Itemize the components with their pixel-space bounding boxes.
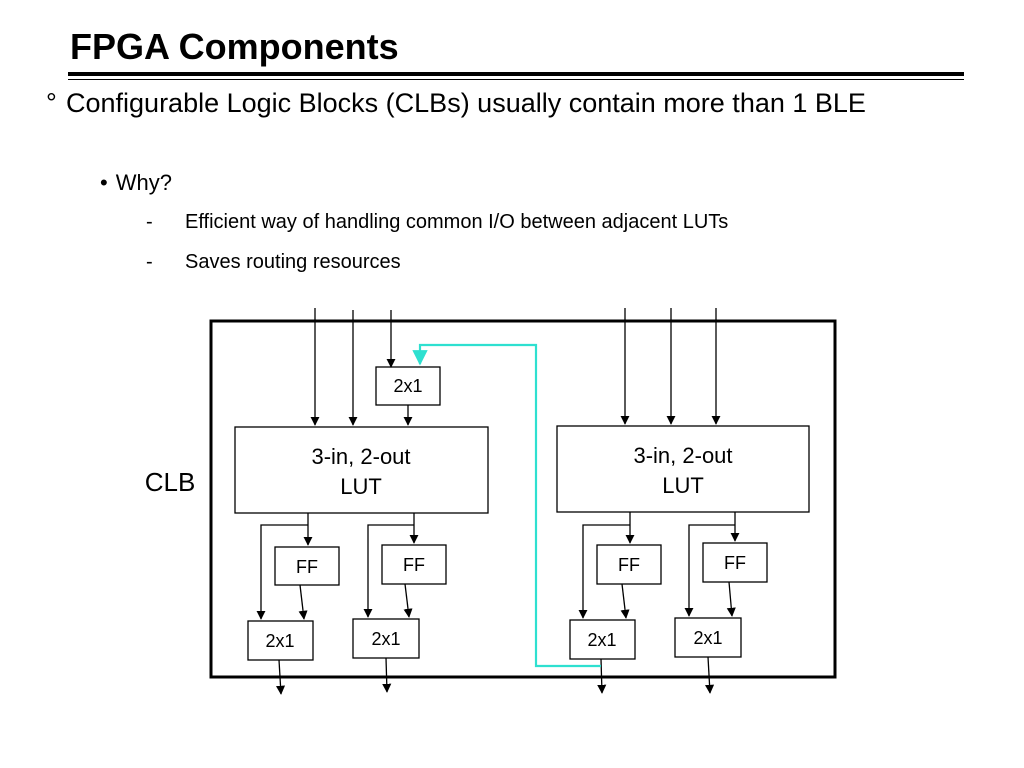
- right-lut-label-line1: 3-in, 2-out: [633, 443, 732, 468]
- clb-output-1: [275, 659, 286, 695]
- ff-box-1: [274, 546, 340, 586]
- ff3-to-mux3: [620, 583, 630, 619]
- ff-label-1: FF: [296, 557, 318, 577]
- ff-box-3: [596, 544, 662, 585]
- ff-box-4: [702, 542, 768, 583]
- ff-box-2: [381, 544, 447, 585]
- title-underline-thin: [68, 79, 964, 80]
- top-mux-box: [375, 366, 441, 406]
- mux-box-1: [247, 620, 314, 661]
- lut1-out1-bypass: [256, 524, 308, 620]
- left-lut-label-line2: LUT: [340, 474, 382, 499]
- mux-label-3: 2x1: [587, 630, 616, 650]
- clb-output-4: [705, 656, 715, 694]
- mux-box-3: [569, 619, 636, 660]
- lut2-out1-bypass: [578, 524, 630, 619]
- clb-boundary: [209, 319, 837, 679]
- ff-label-4: FF: [724, 553, 746, 573]
- ff4-to-mux4: [726, 581, 736, 617]
- bullet-marker: °: [46, 88, 57, 118]
- ff-label-3: FF: [618, 555, 640, 575]
- bullet-text: Why?: [115, 170, 172, 195]
- slide-title: FPGA Components: [70, 26, 399, 67]
- lut2-out2-bypass: [684, 524, 735, 617]
- sub-bullet-1: - Efficient way of handling common I/O be…: [146, 211, 728, 234]
- title-underline-thick: [68, 72, 964, 76]
- bullet-level2: • Why?: [100, 170, 172, 196]
- sub-bullet-text: Efficient way of handling common I/O bet…: [185, 211, 729, 233]
- right-lut-box: [556, 425, 810, 513]
- sub-bullet-marker: -: [146, 251, 153, 273]
- left-lut-box: [234, 426, 489, 514]
- ff2-to-mux2: [403, 583, 413, 618]
- shared-feedback-route: [412, 343, 601, 668]
- mux-label-2: 2x1: [371, 629, 400, 649]
- sub-bullet-2: - Saves routing resources: [146, 251, 401, 274]
- right-lut-label-line2: LUT: [662, 473, 704, 498]
- sub-bullet-marker: -: [146, 211, 153, 233]
- mux-label-4: 2x1: [693, 628, 722, 648]
- lut1-out2-bypass: [363, 524, 414, 618]
- mux-label-1: 2x1: [265, 631, 294, 651]
- ff-label-2: FF: [403, 555, 425, 575]
- clb-label: CLB: [145, 467, 196, 497]
- clb-output-3: [597, 658, 607, 694]
- ff1-to-mux1: [298, 584, 308, 620]
- bullet-text: Configurable Logic Blocks (CLBs) usually…: [66, 88, 866, 118]
- left-lut-label-line1: 3-in, 2-out: [311, 444, 410, 469]
- clb-output-2: [382, 657, 392, 693]
- bullet-marker: •: [100, 170, 108, 195]
- top-mux-label: 2x1: [393, 376, 422, 396]
- sub-bullet-text: Saves routing resources: [185, 251, 401, 273]
- bullet-level1: ° Configurable Logic Blocks (CLBs) usual…: [46, 88, 946, 118]
